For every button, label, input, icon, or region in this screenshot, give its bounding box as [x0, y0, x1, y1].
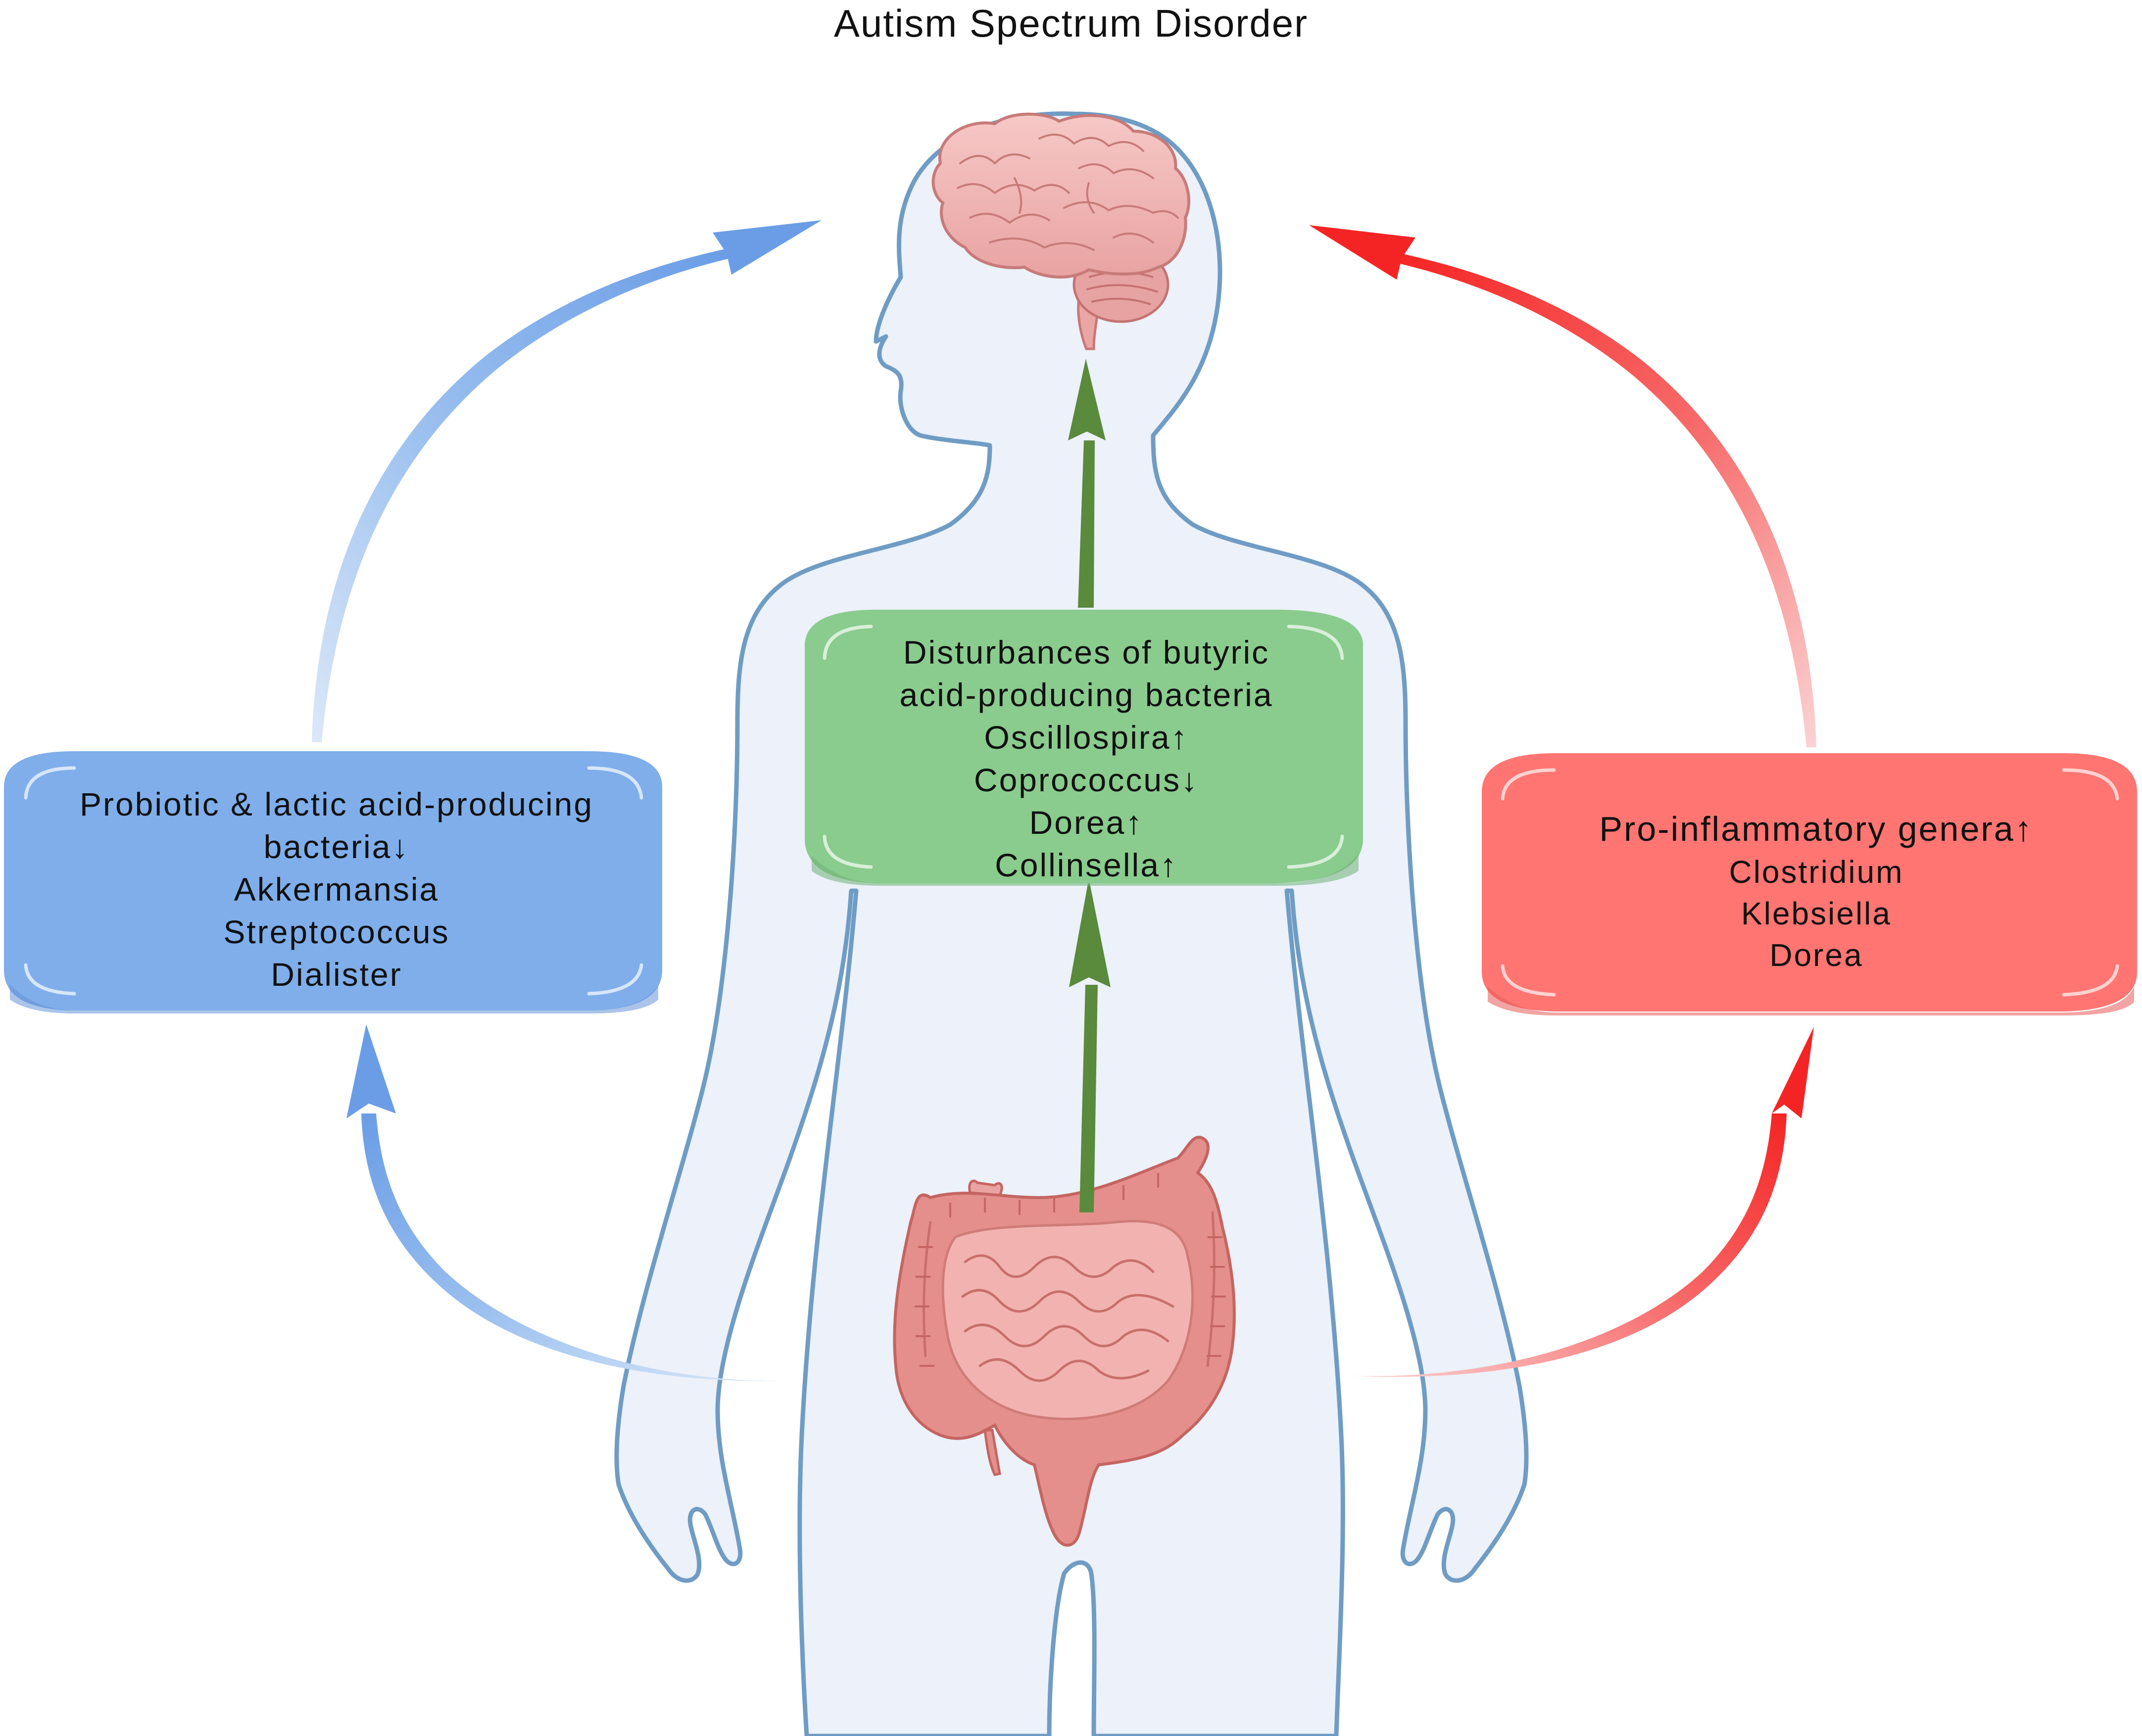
butyric-genus-oscillospira: Oscillospira↑	[984, 719, 1189, 756]
butyric-heading-line-2: acid-producing bacteria	[899, 676, 1273, 713]
butyric-genus-coprococcus: Coprococcus↓	[974, 762, 1199, 798]
inflammatory-genus-dorea: Dorea	[1769, 937, 1863, 973]
inflammatory-heading: Pro-inflammatory genera↑	[1599, 810, 2034, 848]
butyric-heading-line-1: Disturbances of butyric	[903, 634, 1270, 671]
inflammatory-genus-klebsiella: Klebsiella	[1741, 896, 1892, 931]
probiotic-heading-line-2: bacteria↓	[263, 828, 410, 865]
blue-arc-arrow	[312, 220, 822, 742]
butyric-genus-dorea: Dorea↑	[1029, 804, 1144, 841]
butyric-genus-collinsella: Collinsella↑	[995, 847, 1178, 883]
probiotic-genus-streptococcus: Streptococcus	[223, 914, 450, 950]
box-to-brain-arrow	[1068, 359, 1106, 608]
probiotic-genus-akkermansia: Akkermansia	[234, 871, 439, 908]
inflammatory-box-text: Pro-inflammatory genera↑ Clostridium Kle…	[1485, 807, 2142, 976]
inflammatory-box	[1482, 753, 2137, 1015]
red-lower-arrow	[1346, 1027, 1814, 1377]
probiotic-box-text: Probiotic & lactic acid-producing bacter…	[10, 783, 663, 996]
intestine-icon	[893, 1136, 1236, 1547]
probiotic-heading-line-1: Probiotic & lactic acid-producing	[79, 786, 594, 822]
brain-icon	[931, 112, 1190, 350]
blue-lower-arrow	[346, 1024, 802, 1382]
probiotic-box	[4, 751, 662, 1013]
probiotic-genus-dialister: Dialister	[271, 956, 402, 993]
butyric-box	[805, 610, 1363, 886]
inflammatory-genus-clostridium: Clostridium	[1729, 854, 1904, 890]
gut-to-box-arrow	[1069, 878, 1111, 1212]
diagram-title: Autism Spectrum Disorder	[833, 1, 1309, 45]
human-silhouette	[614, 111, 1529, 1736]
butyric-box-text: Disturbances of butyric acid-producing b…	[812, 631, 1361, 886]
red-arc-arrow	[1309, 225, 1816, 747]
